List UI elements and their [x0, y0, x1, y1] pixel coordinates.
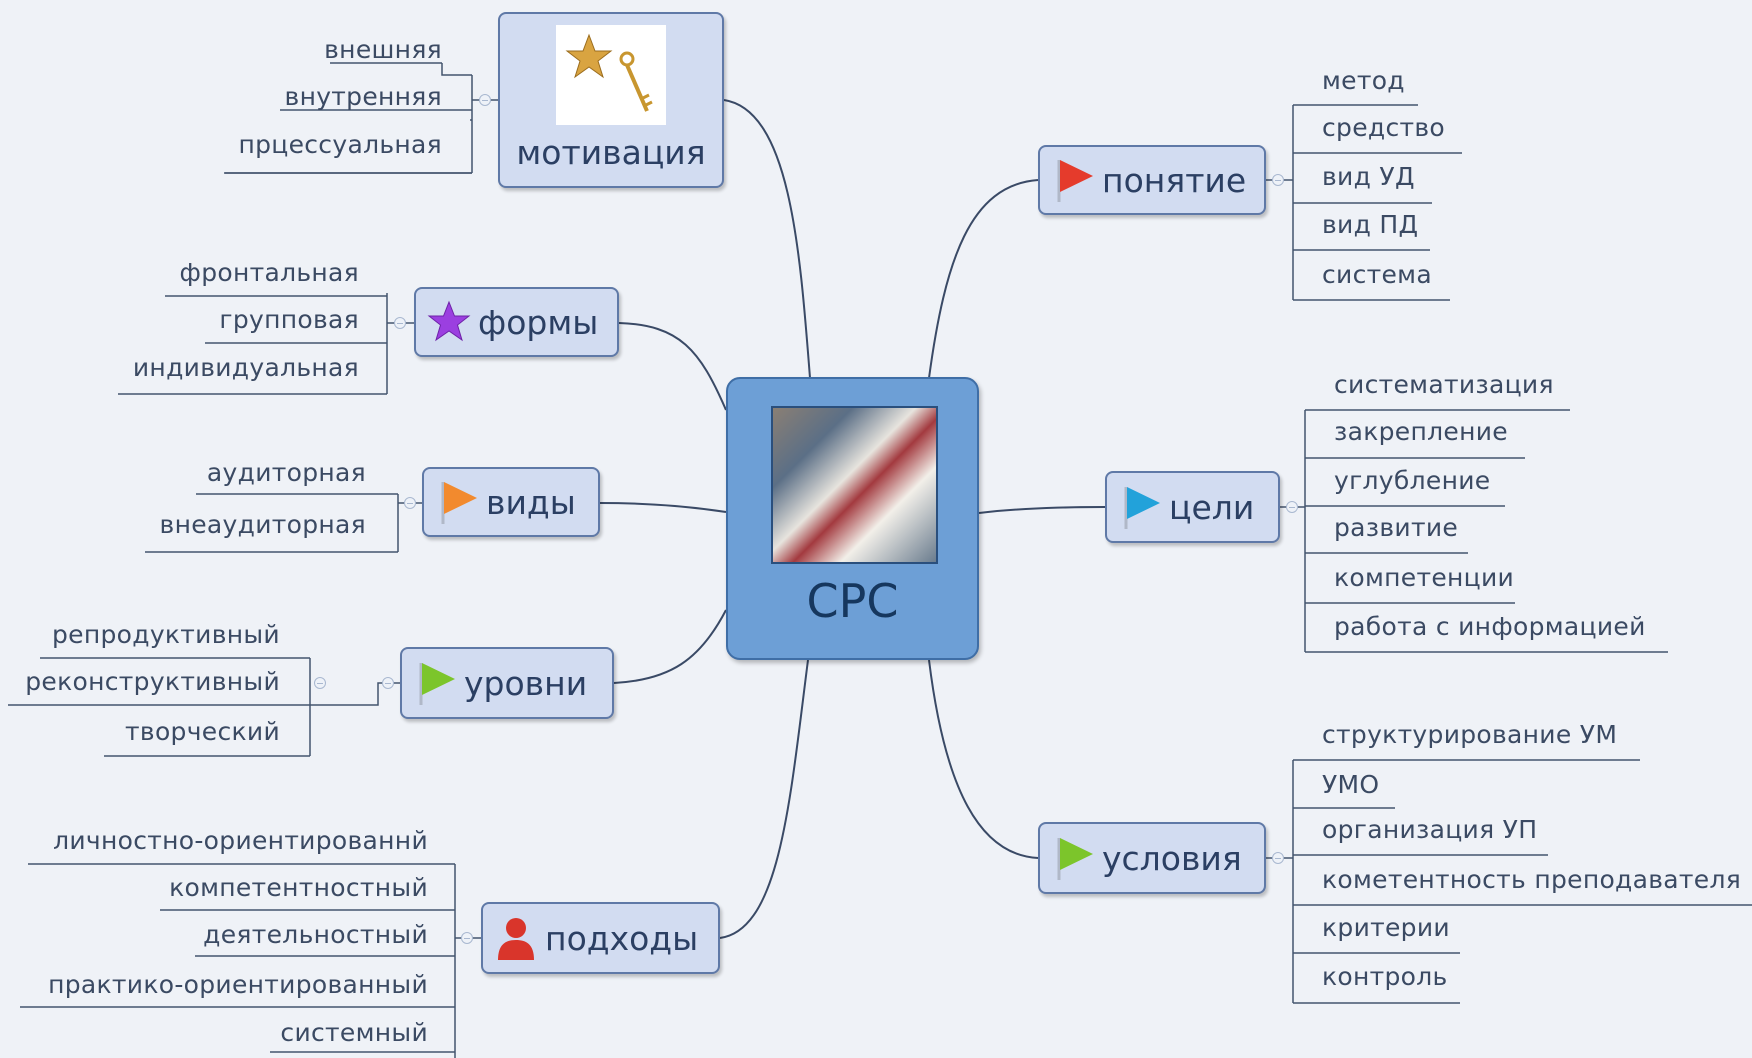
person-icon	[493, 915, 539, 961]
branch-conditions[interactable]: условия	[1038, 822, 1266, 894]
leaf-approaches-3[interactable]: деятельностный	[203, 920, 428, 949]
leaf-motivation-3[interactable]: прцессуальная	[238, 130, 442, 159]
leaf-forms-3[interactable]: индивидуальная	[132, 353, 359, 382]
leaf-conditions-5[interactable]: критерии	[1322, 913, 1450, 942]
leaf-concept-2[interactable]: средство	[1322, 113, 1446, 142]
branch-levels[interactable]: уровни	[400, 647, 614, 719]
leaf-conditions-2[interactable]: УМО	[1322, 770, 1380, 799]
connector-kinds	[599, 502, 727, 513]
leaf-concept-1[interactable]: метод	[1322, 66, 1405, 95]
connector-motivation	[723, 99, 811, 379]
leaf-motivation-2[interactable]: внутренняя	[284, 82, 442, 111]
branch-motivation-label: мотивация	[516, 133, 706, 172]
leaf-goals-4[interactable]: развитие	[1334, 513, 1459, 542]
connector-concept	[928, 179, 1039, 379]
green-flag-icon	[1050, 835, 1096, 881]
leaf-concept-4[interactable]: вид ПД	[1322, 210, 1419, 239]
leaf-goals-3[interactable]: углубление	[1334, 466, 1491, 495]
trophy-key-image	[556, 25, 666, 125]
connector-approaches	[719, 659, 809, 939]
branch-concept-label: понятие	[1102, 160, 1247, 200]
collapse-toggle-goals[interactable]	[1286, 501, 1298, 513]
branch-levels-label: уровни	[464, 663, 588, 703]
branch-forms[interactable]: формы	[414, 287, 619, 357]
red-flag-icon	[1050, 157, 1096, 203]
orange-flag-icon	[434, 479, 480, 525]
leaf-conditions-3[interactable]: организация УП	[1322, 815, 1538, 844]
central-topic-label: СРС	[806, 574, 899, 628]
collapse-toggle-kinds[interactable]	[404, 497, 416, 509]
blue-flag-icon	[1117, 484, 1163, 530]
purple-star-icon	[426, 299, 472, 345]
branch-kinds[interactable]: виды	[422, 467, 600, 537]
leaf-kinds-1[interactable]: аудиторная	[206, 458, 366, 487]
collapse-toggle-forms[interactable]	[394, 317, 406, 329]
leaf-kinds-2[interactable]: внеаудиторная	[159, 510, 366, 539]
collapse-toggle-levels-inner[interactable]	[314, 677, 326, 689]
leaf-approaches-2[interactable]: компетентностный	[169, 873, 428, 902]
leaf-forms-1[interactable]: фронтальная	[179, 258, 359, 287]
leaf-approaches-4[interactable]: практико-ориентированный	[48, 970, 428, 999]
leaf-levels-1[interactable]: репродуктивный	[51, 620, 280, 649]
leaf-goals-2[interactable]: закрепление	[1334, 417, 1508, 446]
branch-forms-label: формы	[478, 302, 599, 342]
branch-kinds-label: виды	[486, 482, 576, 522]
branch-approaches-label: подходы	[545, 918, 699, 958]
leaf-goals-6[interactable]: работа с информацией	[1334, 612, 1646, 641]
central-topic[interactable]: СРС	[726, 377, 979, 660]
collapse-toggle-motivation[interactable]	[479, 94, 491, 106]
leaf-approaches-1[interactable]: личностно-ориентированнй	[53, 826, 428, 855]
leaf-concept-3[interactable]: вид УД	[1322, 162, 1415, 191]
collapse-toggle-conditions[interactable]	[1272, 852, 1284, 864]
leaf-goals-5[interactable]: компетенции	[1334, 563, 1515, 592]
collapse-toggle-approaches[interactable]	[461, 932, 473, 944]
connector-goals	[978, 506, 1106, 514]
leaf-motivation-1[interactable]: внешняя	[324, 35, 442, 64]
branch-concept[interactable]: понятие	[1038, 145, 1266, 215]
branch-goals[interactable]: цели	[1105, 471, 1280, 543]
branch-conditions-label: условия	[1102, 838, 1242, 878]
leaf-conditions-6[interactable]: контроль	[1322, 962, 1448, 991]
leaf-forms-2[interactable]: групповая	[219, 305, 359, 334]
students-photo	[771, 406, 938, 564]
leaf-concept-5[interactable]: система	[1322, 260, 1432, 289]
collapse-toggle-levels[interactable]	[382, 677, 394, 689]
connector-forms	[618, 322, 727, 411]
leaf-goals-1[interactable]: систематизация	[1334, 370, 1554, 399]
leaf-conditions-1[interactable]: структурирование УМ	[1322, 720, 1618, 749]
connector-levels	[613, 609, 727, 684]
branch-approaches[interactable]: подходы	[481, 902, 720, 974]
green-flag-icon	[412, 660, 458, 706]
branch-goals-label: цели	[1169, 487, 1255, 527]
leaf-approaches-5[interactable]: системный	[280, 1018, 428, 1047]
collapse-toggle-concept[interactable]	[1272, 174, 1284, 186]
leaf-conditions-4[interactable]: кометентность преподавателя	[1322, 865, 1742, 894]
connector-conditions	[928, 659, 1039, 859]
leaf-levels-3[interactable]: творческий	[125, 717, 280, 746]
leaf-levels-2[interactable]: реконструктивный	[25, 667, 280, 696]
branch-motivation[interactable]: мотивация	[498, 12, 724, 188]
